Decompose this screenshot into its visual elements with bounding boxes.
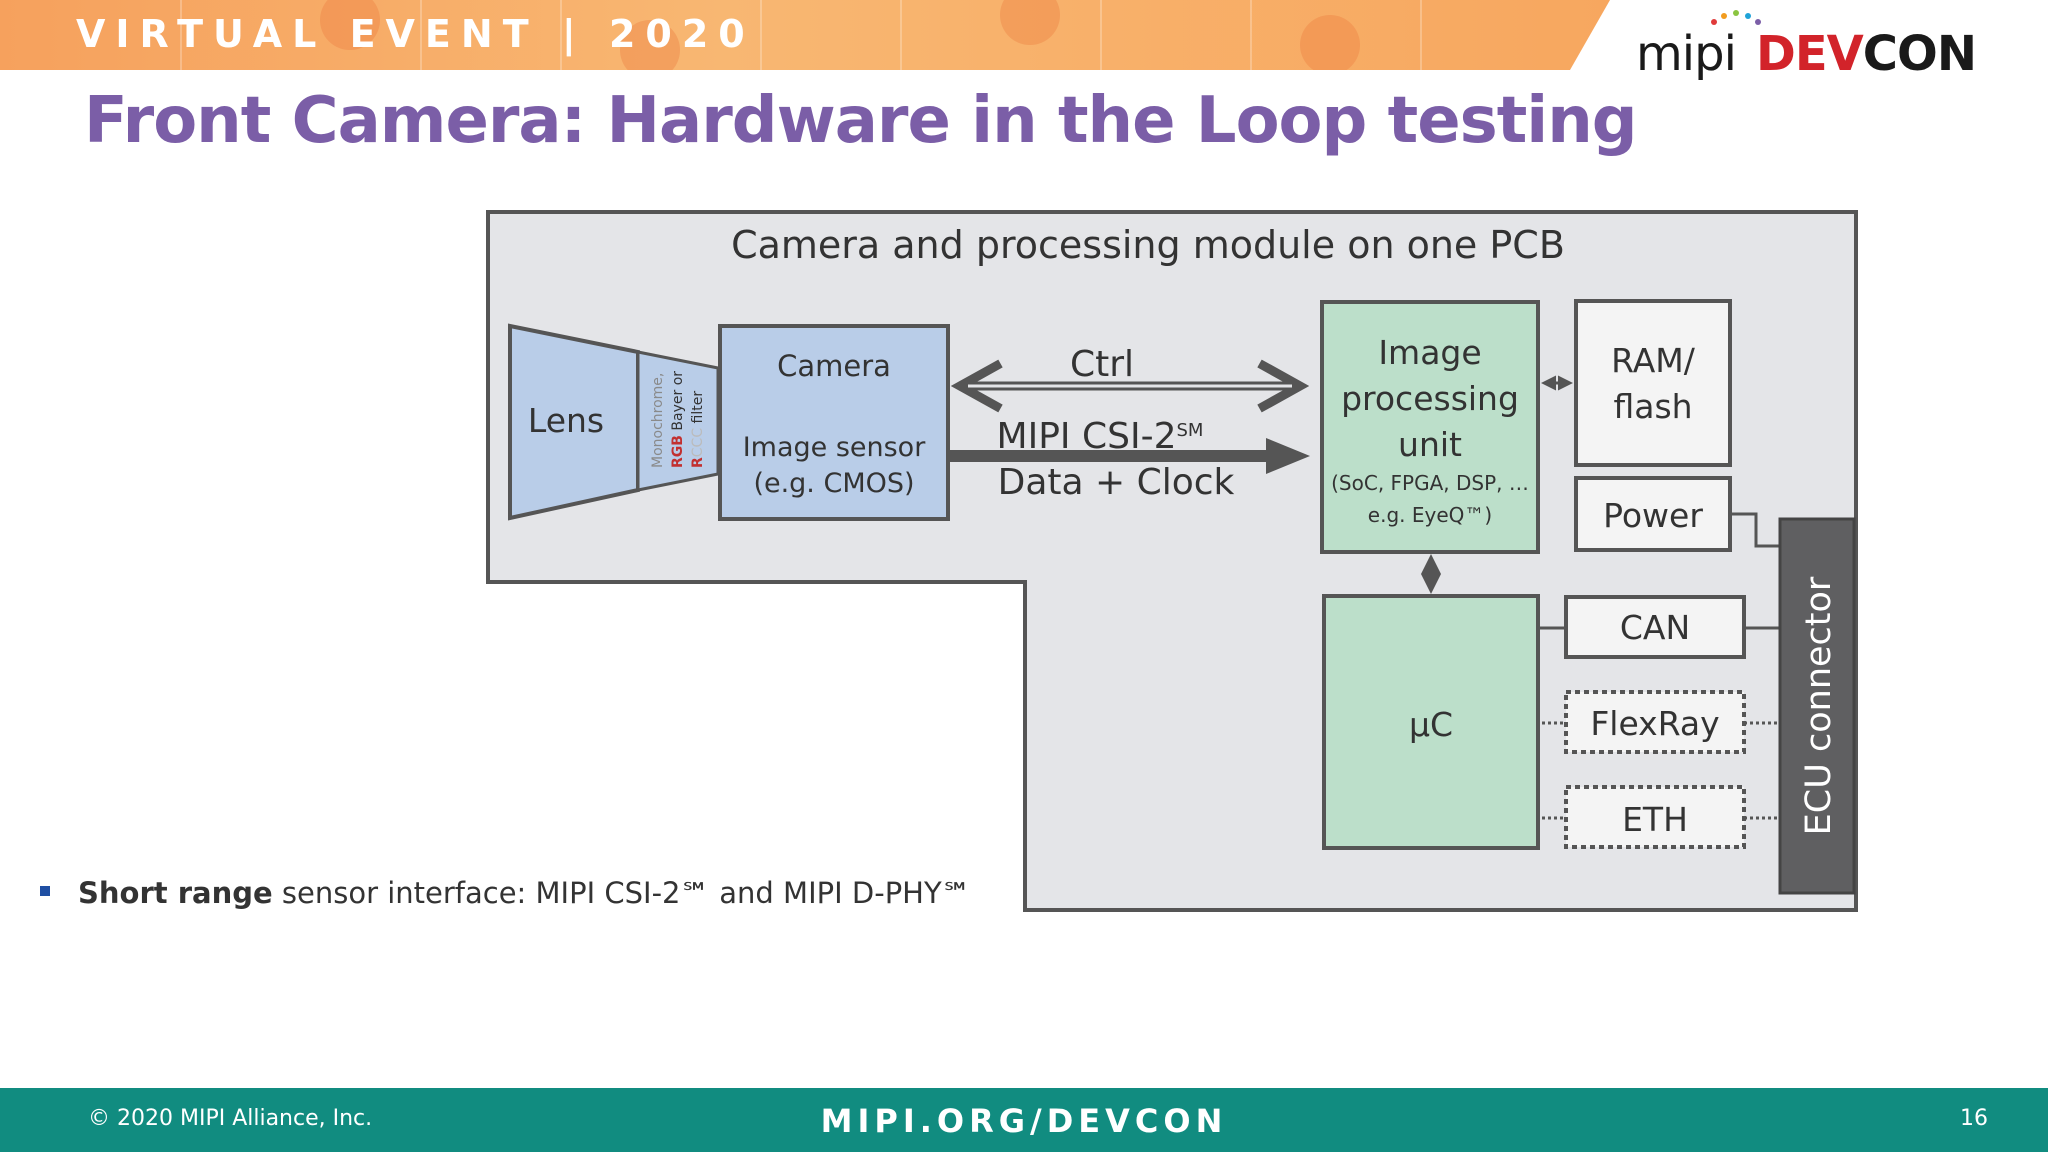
camera-sensor-label: Image sensor bbox=[743, 432, 927, 463]
camera-example-label: (e.g. CMOS) bbox=[753, 468, 914, 499]
ctrl-label: Ctrl bbox=[1070, 344, 1134, 385]
microcontroller-box bbox=[1322, 594, 1540, 850]
data-arrow-head bbox=[1266, 438, 1310, 474]
camera-box bbox=[718, 324, 950, 521]
module-label: Camera and processing module on one PCB bbox=[731, 223, 1565, 267]
filter-line-2-rest: Bayer or bbox=[670, 371, 686, 435]
filter-line-2: RGB Bayer or bbox=[670, 371, 686, 468]
filter-line-1: Monochrome, bbox=[650, 373, 666, 468]
footer-copyright: © 2020 MIPI Alliance, Inc. bbox=[88, 1106, 373, 1131]
csi-label: MIPI CSI-2SM bbox=[997, 416, 1204, 457]
filter-label: Monochrome, RGB Bayer or RCCC filter bbox=[650, 371, 706, 468]
slide-title: Front Camera: Hardware in the Loop testi… bbox=[84, 84, 1638, 158]
filter-r: R bbox=[690, 457, 706, 468]
mipi-devcon-logo: mipi DEVCON bbox=[1636, 10, 1977, 90]
power-label: Power bbox=[1603, 496, 1703, 535]
filter-rgb-r: RGB bbox=[670, 435, 686, 468]
footer-url: MIPI.ORG/DEVCON bbox=[820, 1102, 1228, 1140]
filter-line-3: RCCC filter bbox=[690, 391, 706, 468]
ram-label: RAM/ bbox=[1611, 341, 1696, 380]
lens-label: Lens bbox=[528, 401, 604, 440]
event-banner: VIRTUAL EVENT | 2020 bbox=[0, 0, 1610, 70]
can-box bbox=[1564, 595, 1746, 659]
ipu-line-1: Image bbox=[1378, 333, 1481, 372]
camera-title: Camera bbox=[777, 349, 891, 383]
data-clock-label: Data + Clock bbox=[998, 462, 1235, 503]
bullet-bold-text: Short range bbox=[78, 876, 273, 910]
page-number: 16 bbox=[1960, 1106, 1988, 1131]
csi-label-sm: SM bbox=[1176, 420, 1203, 441]
logo-dots-icon bbox=[1711, 10, 1761, 25]
ipu-line-4: (SoC, FPGA, DSP, … bbox=[1331, 471, 1529, 495]
filter-ccc: CCC bbox=[690, 428, 706, 458]
can-label: CAN bbox=[1620, 608, 1690, 647]
ipu-line-3: unit bbox=[1398, 425, 1462, 464]
logo-dev-text: DEV bbox=[1756, 26, 1864, 82]
ipu-line-5: e.g. EyeQ™) bbox=[1368, 503, 1492, 527]
eth-label: ETH bbox=[1622, 800, 1688, 839]
csi-label-main: MIPI CSI-2 bbox=[997, 416, 1177, 457]
footer-bar: © 2020 MIPI Alliance, Inc. MIPI.ORG/DEVC… bbox=[0, 1088, 2048, 1152]
logo-devcon-text: DEVCON bbox=[1756, 26, 1977, 82]
logo-mipi-text: mipi bbox=[1636, 26, 1737, 82]
ipu-line-2: processing bbox=[1341, 379, 1519, 418]
banner-text: VIRTUAL EVENT | 2020 bbox=[76, 12, 755, 56]
ram-flash-box bbox=[1574, 299, 1732, 467]
power-to-ecu-line bbox=[1730, 512, 1780, 548]
flash-label: flash bbox=[1613, 387, 1692, 426]
bullet-text: sensor interface: MIPI CSI-2℠ and MIPI D… bbox=[272, 876, 972, 910]
uc-label: µC bbox=[1409, 705, 1453, 744]
ecu-connector-bar bbox=[1778, 517, 1856, 895]
bullet-square-icon bbox=[40, 886, 50, 896]
image-processing-unit-box bbox=[1320, 300, 1540, 554]
ecu-connector-label: ECU connector bbox=[1799, 576, 1839, 835]
bullet-item: Short range sensor interface: MIPI CSI-2… bbox=[40, 876, 971, 910]
flexray-label: FlexRay bbox=[1590, 704, 1719, 743]
logo-con-text: CON bbox=[1862, 26, 1977, 82]
filter-line-3-rest: filter bbox=[690, 391, 706, 428]
